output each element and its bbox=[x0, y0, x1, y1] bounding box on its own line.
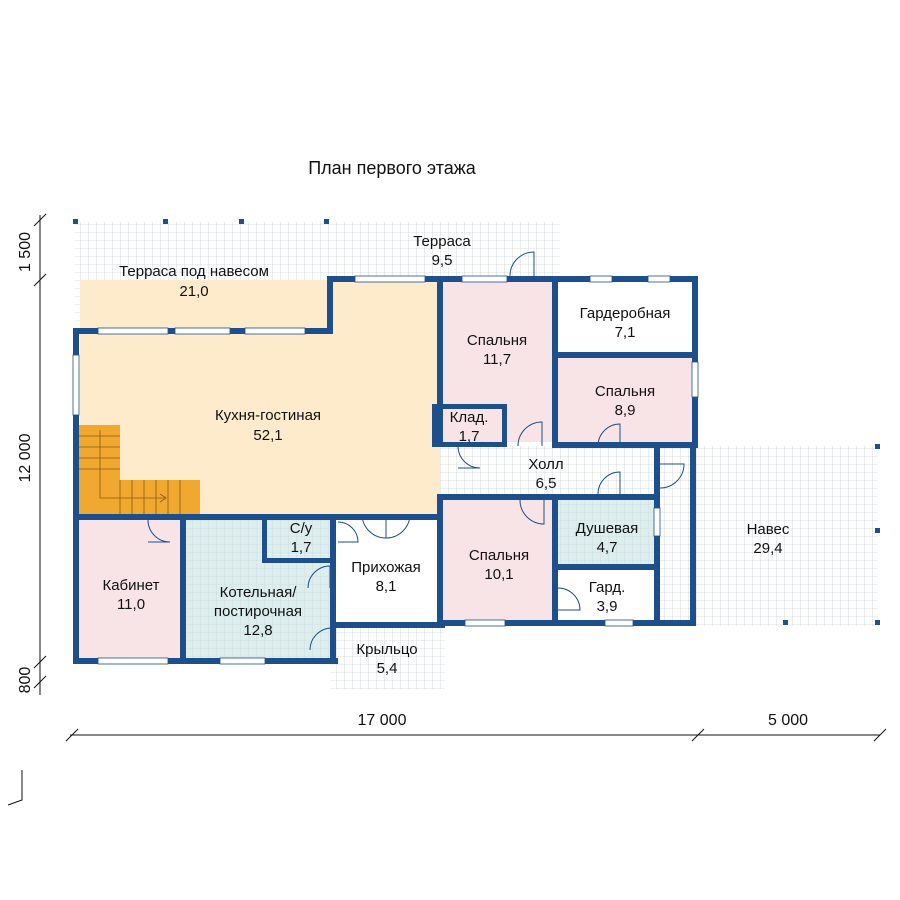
area-wardrobe: 7,1 bbox=[615, 324, 636, 341]
area-entry: 8,1 bbox=[376, 578, 397, 595]
dim-depth-porch: 800 bbox=[17, 667, 34, 694]
room-labels: Терраса под навесом 21,0 Терраса 9,5 Кух… bbox=[102, 233, 789, 677]
bedroom-2-fill bbox=[558, 357, 693, 444]
label-bedroom-2: Спальня bbox=[595, 383, 655, 400]
area-boiler: 12,8 bbox=[243, 622, 272, 639]
dim-width-canopy: 5 000 bbox=[768, 712, 808, 729]
hall-area bbox=[435, 446, 660, 498]
label-terrace-covered: Терраса под навесом bbox=[119, 263, 269, 280]
label-wardrobe: Гардеробная bbox=[580, 305, 671, 322]
staircase bbox=[78, 425, 200, 517]
bedroom-3-fill bbox=[440, 500, 555, 625]
plan-title: План первого этажа bbox=[308, 158, 477, 178]
area-bedroom-3: 10,1 bbox=[484, 566, 513, 583]
label-dressing: Гард. bbox=[589, 579, 626, 596]
area-wc: 1,7 bbox=[291, 539, 312, 556]
area-storage: 1,7 bbox=[459, 428, 480, 445]
canopy-area bbox=[660, 446, 878, 626]
label-terrace: Терраса bbox=[413, 233, 471, 250]
area-shower: 4,7 bbox=[597, 539, 618, 556]
porch-area bbox=[330, 626, 445, 689]
dimension-lines bbox=[7, 213, 887, 806]
area-bedroom-2: 8,9 bbox=[615, 402, 636, 419]
bedroom-1-fill bbox=[440, 282, 555, 442]
label-bedroom-3: Спальня bbox=[469, 547, 529, 564]
area-porch: 5,4 bbox=[377, 660, 398, 677]
area-office: 11,0 bbox=[117, 596, 145, 613]
area-kitchen-living: 52,1 bbox=[253, 427, 282, 444]
area-terrace: 9,5 bbox=[432, 252, 453, 269]
label-storage: Клад. bbox=[450, 409, 489, 426]
dim-depth-main: 12 000 bbox=[17, 433, 34, 482]
area-bedroom-1: 11,7 bbox=[483, 351, 511, 368]
label-wc: С/у bbox=[290, 520, 313, 537]
label-hall: Холл bbox=[528, 456, 563, 473]
area-dressing: 3,9 bbox=[597, 598, 618, 615]
label-boiler: Котельная/ bbox=[220, 584, 298, 601]
area-canopy: 29,4 bbox=[753, 540, 782, 557]
area-hall: 6,5 bbox=[536, 475, 557, 492]
label-shower: Душевая bbox=[576, 520, 639, 537]
label-canopy: Навес bbox=[747, 521, 790, 538]
label-kitchen-living: Кухня-гостиная bbox=[215, 407, 321, 424]
label-bedroom-1: Спальня bbox=[467, 332, 527, 349]
area-terrace-covered: 21,0 bbox=[179, 283, 208, 300]
dim-depth-terrace: 1 500 bbox=[17, 232, 34, 272]
label-entry: Прихожая bbox=[351, 559, 421, 576]
label-office: Кабинет bbox=[102, 577, 159, 594]
label-porch: Крыльцо bbox=[356, 641, 417, 658]
dim-width-main: 17 000 bbox=[358, 712, 407, 729]
doors bbox=[147, 251, 685, 651]
label-boiler-2: постирочная bbox=[214, 603, 302, 620]
windows bbox=[72, 275, 699, 665]
